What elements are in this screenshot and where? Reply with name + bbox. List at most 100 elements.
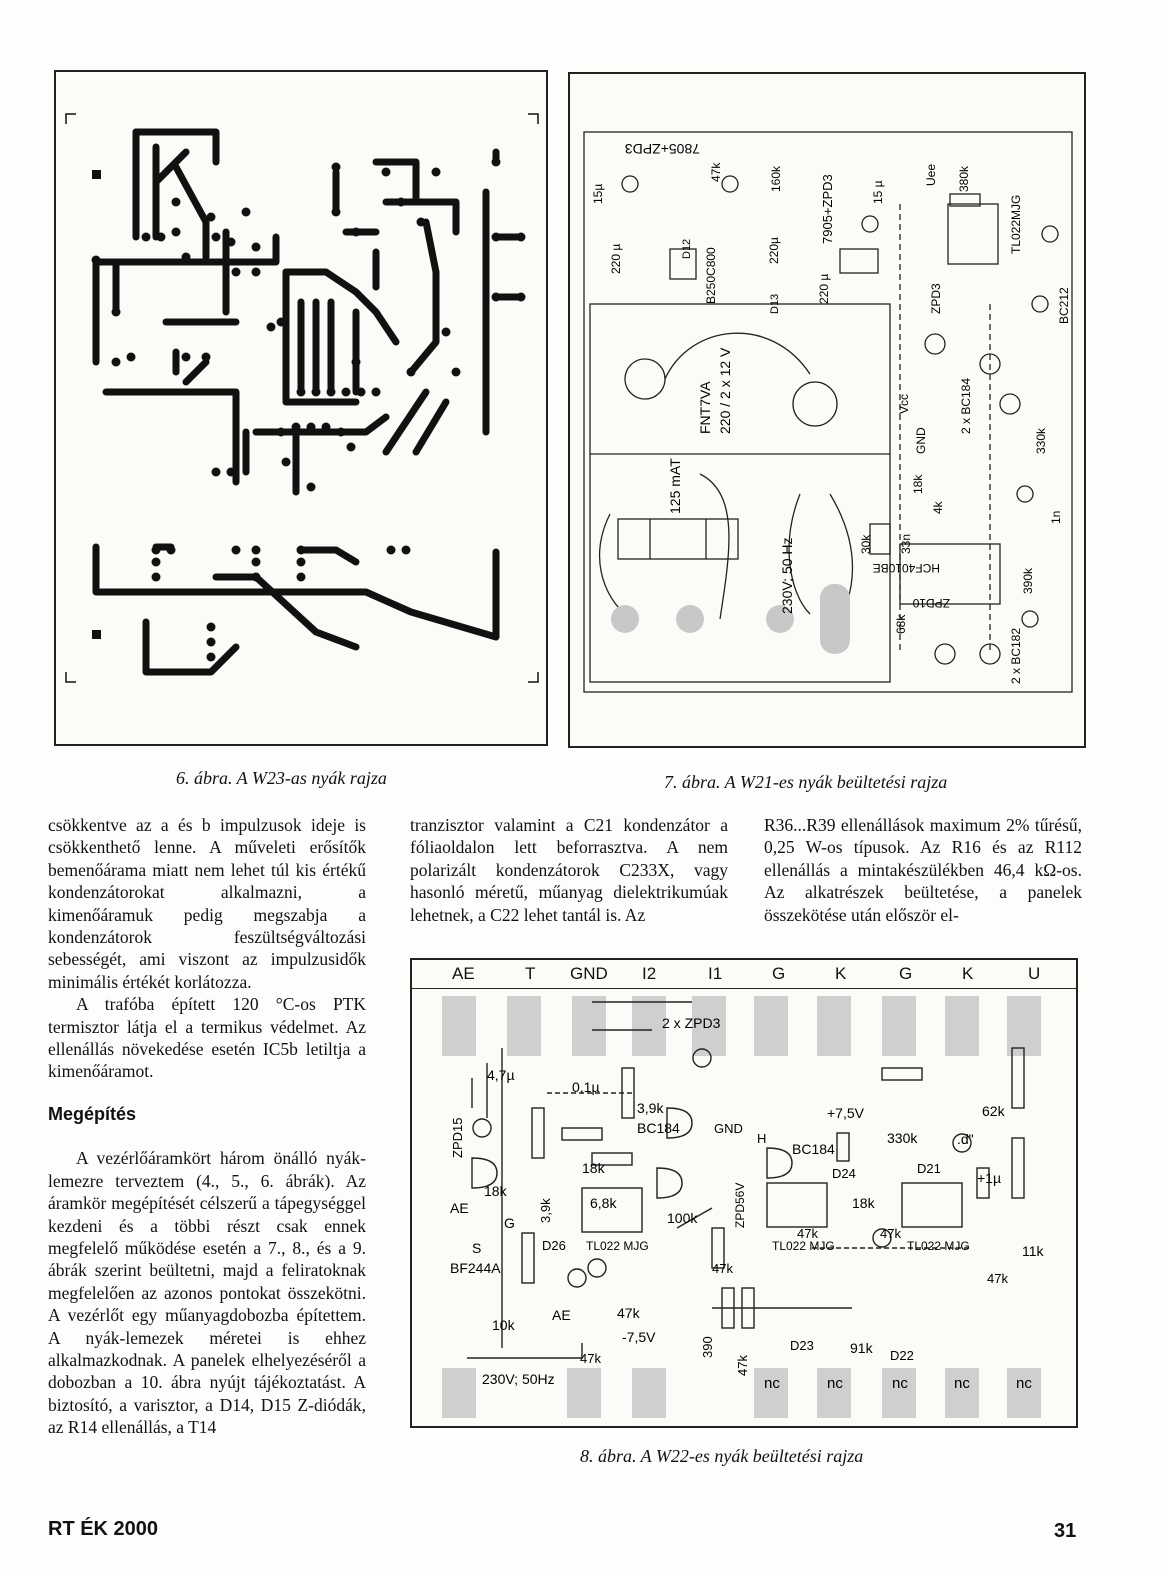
section-heading: Megépítés [48, 1103, 137, 1124]
label-380k: 380k [957, 165, 971, 192]
bottom-pin-nc-1: nc [764, 1375, 780, 1392]
label-mains: 230V; 50 Hz [779, 537, 795, 614]
caption-figure-7: 7. ábra. A W21-es nyák beültetési rajza [664, 772, 948, 792]
label-uee: Uee [924, 164, 938, 186]
label-d-signal: .d" [957, 1131, 974, 1147]
label-gnd: GND [914, 427, 928, 454]
bottom-pin-nc-5: nc [1016, 1375, 1032, 1392]
label-2xzpd3: 2 x ZPD3 [662, 1015, 721, 1031]
label-bc184-a: BC184 [637, 1120, 680, 1136]
label-6-8k: 6,8k [590, 1195, 617, 1211]
col3-paragraph-1: R36...R39 ellenállások maximum 2% tűrésű… [764, 815, 1082, 925]
bottom-pin-nc-2: nc [827, 1375, 843, 1392]
col1-paragraph-3: A vezérlőáramkört három önálló nyák-leme… [48, 1148, 366, 1438]
label-47k-d: 47k [987, 1271, 1008, 1286]
pin-header-row: AE T GND I2 I1 G K G K U [412, 960, 1076, 989]
label-bc184: 2 x BC184 [959, 378, 973, 434]
label-bc182: 2 x BC182 [1009, 628, 1023, 684]
label-390k: 390k [1021, 567, 1035, 594]
label-ae: AE [450, 1200, 469, 1216]
label-mains-230v: 230V; 50Hz [482, 1371, 555, 1387]
label-bc184-b: BC184 [792, 1141, 835, 1157]
label-zpd56v: ZPD56V [733, 1183, 747, 1228]
label-tl022: TL022MJG [1009, 195, 1023, 254]
text-column-3: R36...R39 ellenállások maximum 2% tűrésű… [764, 814, 1082, 926]
label-tl022-1: TL022 MJG [586, 1239, 649, 1253]
col2-paragraph-1: tranzisztor valamint a C21 kondenzátor a… [410, 815, 728, 925]
label-fnt7va: FNT7VA [697, 381, 713, 434]
bottom-pin-nc-4: nc [954, 1375, 970, 1392]
pin-label-9: K [962, 964, 974, 983]
label-zpd10: ZPD10 [912, 596, 950, 610]
label-330k: 330k [887, 1130, 918, 1146]
label-ae-2: AE [552, 1307, 571, 1323]
label-220u-b: 220µ [767, 237, 781, 264]
label-4k: 4k [931, 500, 945, 514]
label-tl022-3: TL022 MJG [907, 1239, 970, 1253]
label-gnd: GND [714, 1121, 743, 1136]
label-0-1u: 0,1µ [572, 1079, 600, 1095]
figure-6-pcb-layout [54, 70, 548, 746]
pcb-drawing-w23 [65, 113, 539, 683]
label-47k-b: 47k [880, 1226, 901, 1241]
label-91k: 91k [850, 1340, 874, 1356]
footer-publication: RT ÉK 2000 [48, 1518, 159, 1540]
label-220u-c: 220 µ [817, 274, 831, 304]
label-15u-b: 15 µ [871, 180, 885, 204]
label-d24: D24 [832, 1166, 856, 1181]
component-layout-w21: FNT7VA 220 / 2 x 12 V 125 mAT 230V; 50 H… [583, 131, 1073, 693]
label-g: G [504, 1215, 515, 1231]
col1-paragraph-2: A trafóba épített 120 °C-os PTK termiszt… [48, 994, 366, 1082]
text-column-2: tranzisztor valamint a C21 kondenzátor a… [410, 814, 728, 926]
label-b250: B250C800 [704, 247, 718, 304]
label-62k: 62k [982, 1103, 1006, 1119]
label-18k-a: 18k [582, 1160, 606, 1176]
label-11k: 11k [1022, 1243, 1045, 1259]
label-vcc: Vcc [897, 394, 911, 414]
pin-label-1: AE [452, 964, 475, 983]
label-15u-a: 15µ [591, 184, 605, 204]
label-h: H [757, 1131, 766, 1146]
pin-label-2: T [525, 964, 536, 983]
pin-label-4: I2 [642, 964, 657, 983]
text-column-1: csökkentve az a és b impulzusok ideje is… [48, 814, 366, 1439]
label-3-9k: 3,9k [637, 1100, 664, 1116]
label-d13: D13 [769, 294, 781, 314]
label-hcf: HCF4010BE [873, 561, 940, 575]
label-47k-f: 47k [735, 1355, 750, 1376]
label-d26: D26 [542, 1238, 566, 1253]
label-220u-a: 220 µ [609, 244, 623, 274]
label-18k-c: 18k [852, 1195, 876, 1211]
label-68k: 68k [894, 614, 908, 634]
label-d23: D23 [790, 1338, 814, 1353]
label-47k-e: 47k [617, 1305, 641, 1321]
pin-label-6: G [772, 964, 786, 983]
figure-8-component-layout: AE T GND I2 I1 G K G K U [410, 958, 1078, 1428]
label-47k-c: 47k [712, 1261, 733, 1276]
label-47k-a: 47k [797, 1226, 818, 1241]
label-4-7u: 4,7µ [487, 1067, 515, 1083]
caption-figure-8: 8. ábra. A W22-es nyák beültetési rajza [580, 1446, 864, 1466]
label-3-9k-b: 3,9k [538, 1198, 553, 1223]
label-d22: D22 [890, 1348, 914, 1363]
page-number: 31 [1054, 1520, 1077, 1542]
label-390: 390 [700, 1336, 715, 1358]
pin-label-5: I1 [708, 964, 723, 983]
label-zpd3: ZPD3 [929, 283, 943, 314]
label-160k: 160k [769, 165, 783, 192]
pin-label-7: K [835, 964, 847, 983]
label-bc212: BC212 [1057, 287, 1071, 324]
pin-label-8: G [899, 964, 913, 983]
label-7805: 7805+ZPD3 [625, 141, 700, 157]
label-47k: 47k [709, 162, 723, 182]
component-layout-w22: 2 x ZPD3 4,7µ 0,1µ ZPD15 3,9k BC184 GND … [442, 996, 1045, 1418]
label-bf244a: BF244A [450, 1260, 501, 1276]
label-minus-7-5v: -7,5V [622, 1329, 656, 1345]
caption-figure-6: 6. ábra. A W23-as nyák rajza [176, 768, 387, 788]
col1-paragraph-1: csökkentve az a és b impulzusok ideje is… [48, 815, 366, 992]
label-tl022-2: TL022 MJG [772, 1239, 835, 1253]
label-plus-1u: +1µ [977, 1170, 1001, 1186]
label-47k-g: 47k [580, 1351, 601, 1366]
label-18k: 18k [911, 474, 925, 494]
label-plus-7-5v: +7,5V [827, 1105, 865, 1121]
